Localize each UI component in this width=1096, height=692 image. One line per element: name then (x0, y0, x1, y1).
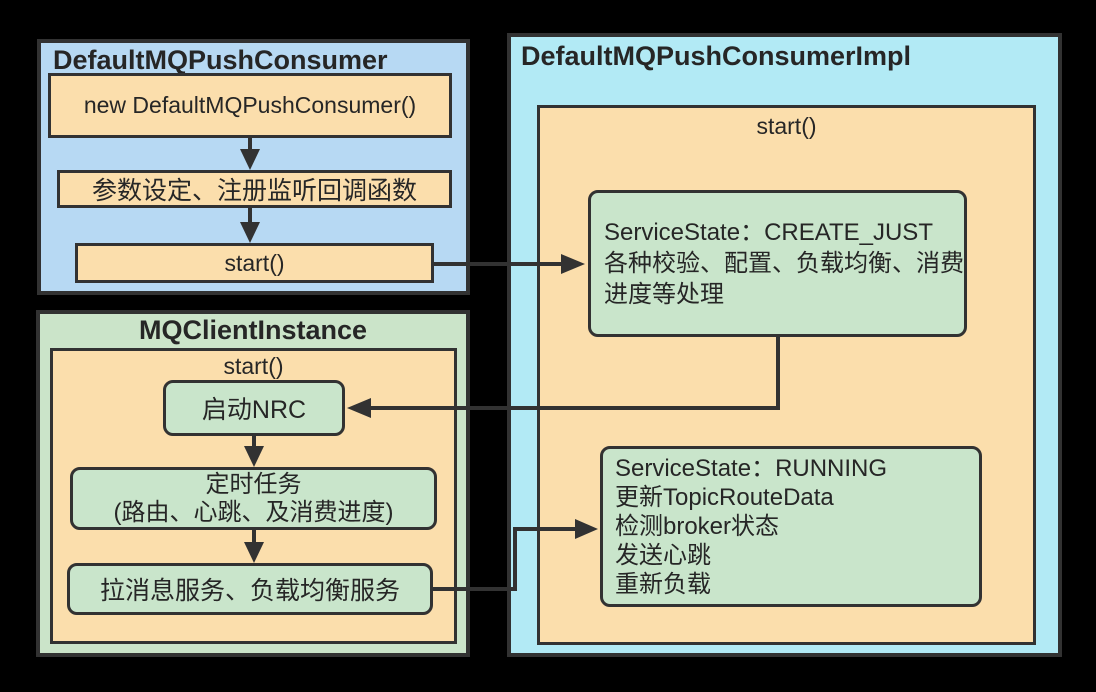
method-label-impl-start: start() (756, 113, 817, 139)
state-running-line3: 检测broker状态 (615, 513, 780, 540)
step-set-params-register-listener: 参数设定、注册监听回调函数 (57, 170, 452, 208)
step-scheduled-tasks-line2: (路由、心跳、及消费进度) (113, 498, 394, 526)
state-running-line5: 重新负载 (615, 571, 711, 598)
state-running-line1: ServiceState：RUNNING (615, 455, 888, 482)
panel-title-mq-client-instance: MQClientInstance (138, 315, 368, 345)
step-consumer-start: start() (75, 243, 434, 283)
state-running-line4: 发送心跳 (615, 542, 711, 569)
step-pull-and-rebalance-service: 拉消息服务、负载均衡服务 (67, 563, 433, 615)
panel-title-default-mq-push-consumer: DefaultMQPushConsumer (53, 45, 388, 75)
step-start-nrc: 启动NRC (163, 380, 345, 436)
state-create-just-line1: ServiceState：CREATE_JUST (604, 219, 933, 246)
state-running-line2: 更新TopicRouteData (615, 484, 834, 511)
state-create-just-line3: 进度等处理 (604, 281, 724, 308)
panel-title-default-mq-push-consumer-impl: DefaultMQPushConsumerImpl (521, 41, 912, 71)
step-new-default-mq-push-consumer: new DefaultMQPushConsumer() (48, 73, 452, 138)
method-label-client-instance-start: start() (223, 353, 284, 379)
state-create-just: ServiceState：CREATE_JUST 各种校验、配置、负载均衡、消费… (588, 190, 967, 337)
step-scheduled-tasks: 定时任务 (路由、心跳、及消费进度) (70, 467, 437, 530)
step-scheduled-tasks-line1: 定时任务 (205, 470, 302, 498)
state-create-just-line2: 各种校验、配置、负载均衡、消费 (604, 250, 964, 277)
state-running: ServiceState：RUNNING 更新TopicRouteData 检测… (600, 446, 982, 607)
